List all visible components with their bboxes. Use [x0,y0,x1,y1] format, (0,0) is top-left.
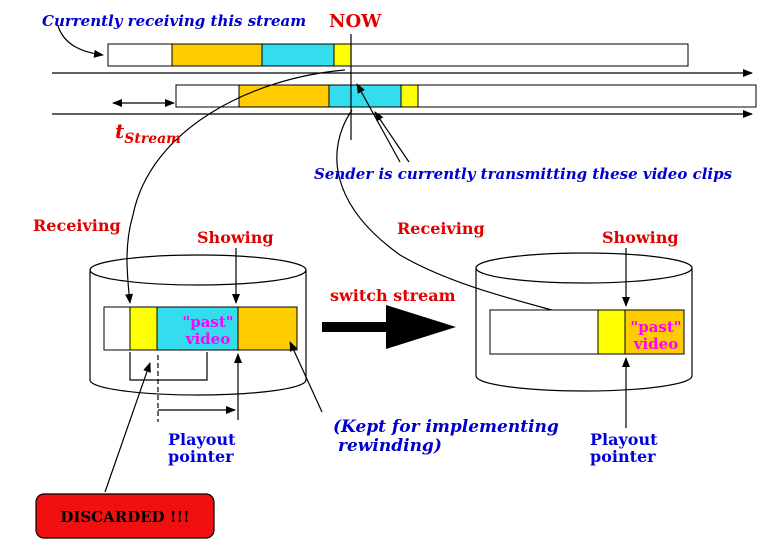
playout-left-line1: Playout [168,430,236,449]
clip-cyan-1 [261,43,335,67]
clip-orange-1 [171,43,263,67]
currently-receiving-arrow [57,25,104,58]
receiving-left-label: Receiving [33,216,121,235]
discard-bracket [129,352,208,381]
discarded-box [35,493,215,539]
showing-left-label: Showing [197,228,274,247]
stream-bar-2 [175,84,757,108]
playout-right-line1: Playout [590,430,658,449]
past-video-left-line1: "past" [182,313,233,331]
receiving-right-label: Receiving [397,219,485,238]
discard-pointer-arrow [104,362,151,493]
switch-arrow-head [386,305,456,349]
right-buffer-cylinder [475,252,693,392]
kept-arrow [289,341,323,413]
t-stream-label: tStream [115,119,181,147]
switch-arrow-shaft [322,322,392,332]
past-video-right-line1: "past" [630,318,681,336]
switch-stream-label: switch stream [330,286,456,305]
sender-arrow-1 [356,83,401,163]
right-buffer-bar [489,309,685,355]
currently-receiving-label: Currently receiving this stream [42,12,306,30]
clip-cyan-2 [328,84,402,108]
clip-orange-2 [238,84,330,108]
past-video-right-line2: video [633,335,678,353]
receiving-curve-left [125,69,346,304]
left-buffer-cylinder [89,254,307,396]
kept-label-line1: (Kept for implementing [333,417,559,437]
clip-yellow-2 [400,84,419,108]
past-video-left-line2: video [185,330,230,348]
receiving-curve-right [336,109,591,323]
now-label: NOW [329,11,382,32]
left-buffer-bar [103,306,298,351]
sender-label: Sender is currently transmitting these v… [314,165,733,183]
playout-left-line2: pointer [168,447,234,466]
kept-label-line2: rewinding) [338,436,442,456]
playout-right-line2: pointer [590,447,656,466]
stream-bar-1 [107,43,689,67]
showing-right-label: Showing [602,228,679,247]
sender-arrow-2 [374,111,410,163]
clip-yellow-1 [333,43,352,67]
discarded-label: DISCARDED !!! [60,508,189,526]
